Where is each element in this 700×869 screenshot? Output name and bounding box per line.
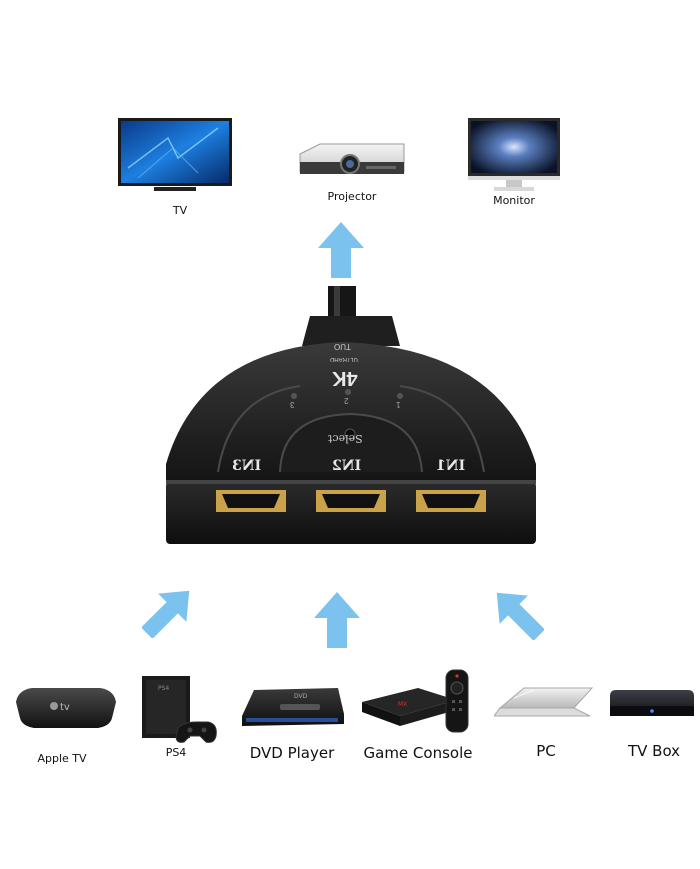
projector-label: Projector	[327, 190, 377, 203]
port-label-in2: IN2	[332, 458, 362, 474]
monitor-device	[468, 118, 560, 192]
dvd-player-device: DVD	[240, 684, 346, 732]
arrow-up-right-icon	[142, 590, 190, 638]
game-console-label: Game Console	[363, 744, 473, 762]
port-label-in1: IN1	[436, 458, 466, 474]
hdmi-switch: OUT 4K ULTRAHD 3 2 1 Select IN3 IN2 IN1	[160, 286, 542, 548]
tv-box-label: TV Box	[627, 742, 681, 760]
apple-tv-label: Apple TV	[37, 752, 87, 765]
hdmi-port-in1	[416, 490, 486, 512]
tv-device	[118, 118, 232, 194]
svg-text:MX: MX	[398, 701, 407, 708]
led-label-2: 2	[344, 396, 349, 405]
apple-tv-device: tv	[14, 684, 118, 732]
led-label-3: 3	[290, 400, 295, 409]
tv-label: TV	[172, 204, 188, 217]
hdmi-port-in3	[216, 490, 286, 512]
pc-device	[494, 684, 598, 724]
monitor-label: Monitor	[493, 194, 535, 207]
monitor-icon	[468, 118, 560, 191]
arrow-up-icon	[318, 222, 364, 278]
hdmi-port-in2	[316, 490, 386, 512]
tv-box-device	[608, 686, 696, 722]
led-label-1: 1	[396, 400, 401, 409]
select-label: Select	[328, 432, 363, 445]
tv-box-icon	[610, 690, 694, 716]
svg-text:tv: tv	[60, 702, 70, 713]
game-console-device: MX	[358, 666, 476, 736]
laptop-icon	[494, 687, 594, 717]
switch-brand-sub: ULTRAHD	[330, 356, 358, 362]
input-arrow-left	[142, 586, 194, 638]
hdmi-switch-body	[166, 286, 536, 544]
switch-out-label: OUT	[334, 342, 351, 351]
game-console-icon: MX	[362, 669, 469, 733]
switch-brand: 4K	[332, 367, 358, 389]
ps4-device: PS4	[138, 676, 220, 746]
ps4-icon: PS4	[142, 676, 217, 743]
projector-icon	[299, 143, 405, 174]
input-arrow-center	[314, 592, 360, 648]
svg-text:DVD: DVD	[294, 693, 308, 700]
input-arrow-right	[492, 588, 544, 640]
pc-label: PC	[536, 742, 556, 760]
dvd-player-icon: DVD	[242, 688, 344, 726]
svg-text:PS4: PS4	[158, 685, 169, 692]
apple-tv-icon: tv	[16, 688, 116, 728]
ps4-label: PS4	[165, 746, 187, 759]
projector-device	[296, 142, 408, 180]
tv-icon	[118, 118, 232, 191]
output-arrow	[318, 222, 364, 278]
arrow-up-icon	[314, 592, 360, 648]
port-label-in3: IN3	[232, 458, 262, 474]
arrow-up-left-icon	[496, 592, 544, 640]
dvd-player-label: DVD Player	[249, 744, 335, 762]
